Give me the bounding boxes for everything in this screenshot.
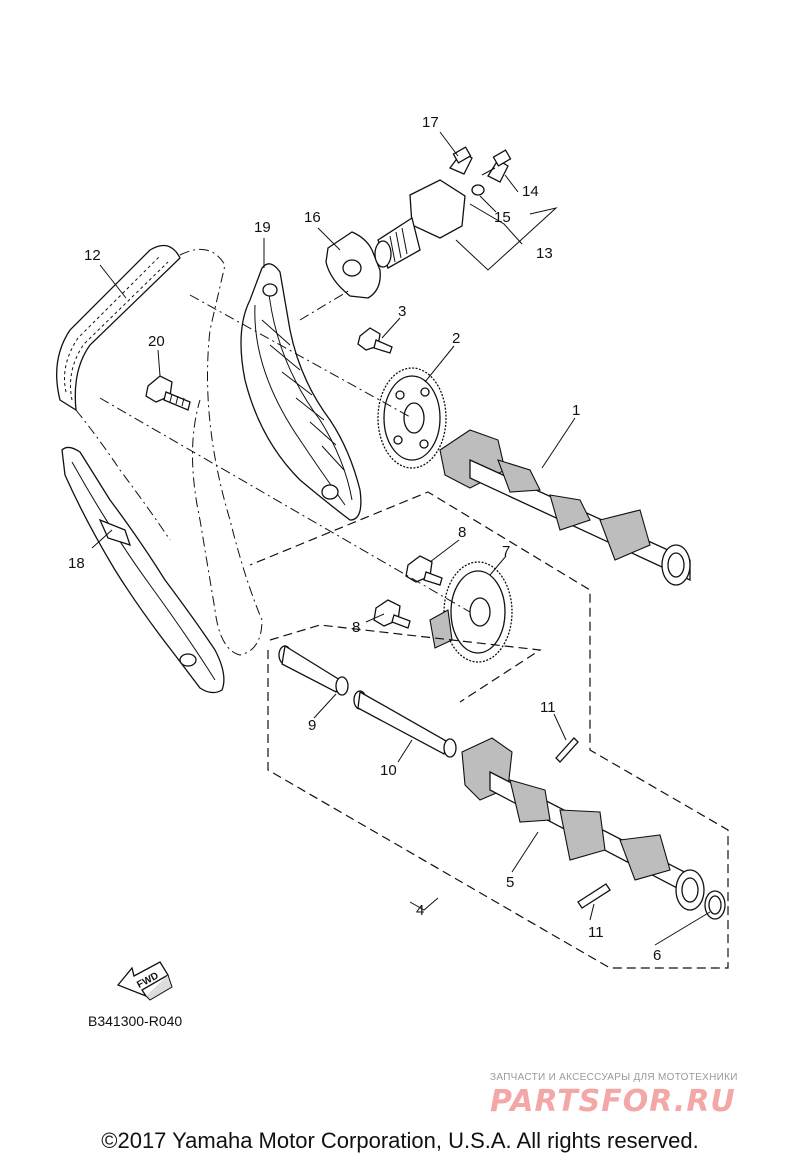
pin-11-lower bbox=[577, 883, 611, 909]
callout-1: 1 bbox=[572, 402, 580, 419]
callout-9: 9 bbox=[308, 717, 316, 734]
shaft-9 bbox=[278, 644, 349, 696]
callout-17: 17 bbox=[422, 114, 439, 131]
shaft-10 bbox=[353, 690, 457, 758]
copyright-notice: ©2017 Yamaha Motor Corporation, U.S.A. A… bbox=[101, 1128, 699, 1153]
callout-8-lower: 8 bbox=[352, 619, 360, 636]
watermark-logo: PARTSFOR.RU bbox=[490, 1084, 736, 1119]
tensioner-assembly bbox=[325, 146, 512, 299]
pin-11-upper bbox=[555, 737, 579, 763]
callout-18: 18 bbox=[68, 555, 85, 572]
callout-12: 12 bbox=[84, 247, 101, 264]
callout-14: 14 bbox=[522, 183, 539, 200]
callout-11-upper: 11 bbox=[540, 699, 556, 716]
cam-sprocket-2 bbox=[377, 367, 447, 469]
callout-13: 13 bbox=[536, 245, 553, 262]
callout-20: 20 bbox=[148, 333, 165, 350]
callout-6: 6 bbox=[653, 947, 661, 964]
callout-11-lower: 11 bbox=[588, 924, 604, 941]
fwd-arrow-icon: FWD bbox=[116, 961, 173, 1001]
callout-19: 19 bbox=[254, 219, 271, 236]
cam-chain bbox=[56, 244, 263, 656]
callout-4: 4 bbox=[416, 902, 424, 919]
callout-16: 16 bbox=[304, 209, 321, 226]
bolt-8-upper bbox=[405, 555, 443, 586]
bolt-20 bbox=[145, 375, 191, 411]
callout-2: 2 bbox=[452, 330, 460, 347]
assembly-outline bbox=[99, 289, 729, 969]
callout-8-upper: 8 bbox=[458, 524, 466, 541]
camshaft-1 bbox=[439, 429, 691, 586]
diagram-reference-code: B341300-R040 bbox=[88, 1013, 183, 1029]
callout-labels: 1 2 3 4 5 6 7 8 8 9 10 11 11 12 13 14 15… bbox=[68, 114, 661, 964]
bolt-8-lower bbox=[373, 599, 411, 629]
chain-tensioner-guide-18 bbox=[61, 446, 225, 694]
leader-lines bbox=[91, 131, 711, 946]
watermark-tagline: ЗАПЧАСТИ И АКСЕССУАРЫ ДЛЯ МОТОТЕХНИКИ bbox=[490, 1072, 738, 1083]
gear-7 bbox=[429, 561, 513, 663]
ring-6 bbox=[704, 890, 726, 920]
bolt-3 bbox=[357, 327, 393, 354]
callout-15: 15 bbox=[494, 209, 511, 226]
camshaft-5 bbox=[461, 737, 705, 911]
chain-guide-19 bbox=[240, 263, 362, 521]
callout-3: 3 bbox=[398, 303, 406, 320]
callout-5: 5 bbox=[506, 874, 514, 891]
callout-7: 7 bbox=[502, 543, 510, 560]
callout-10: 10 bbox=[380, 762, 397, 779]
